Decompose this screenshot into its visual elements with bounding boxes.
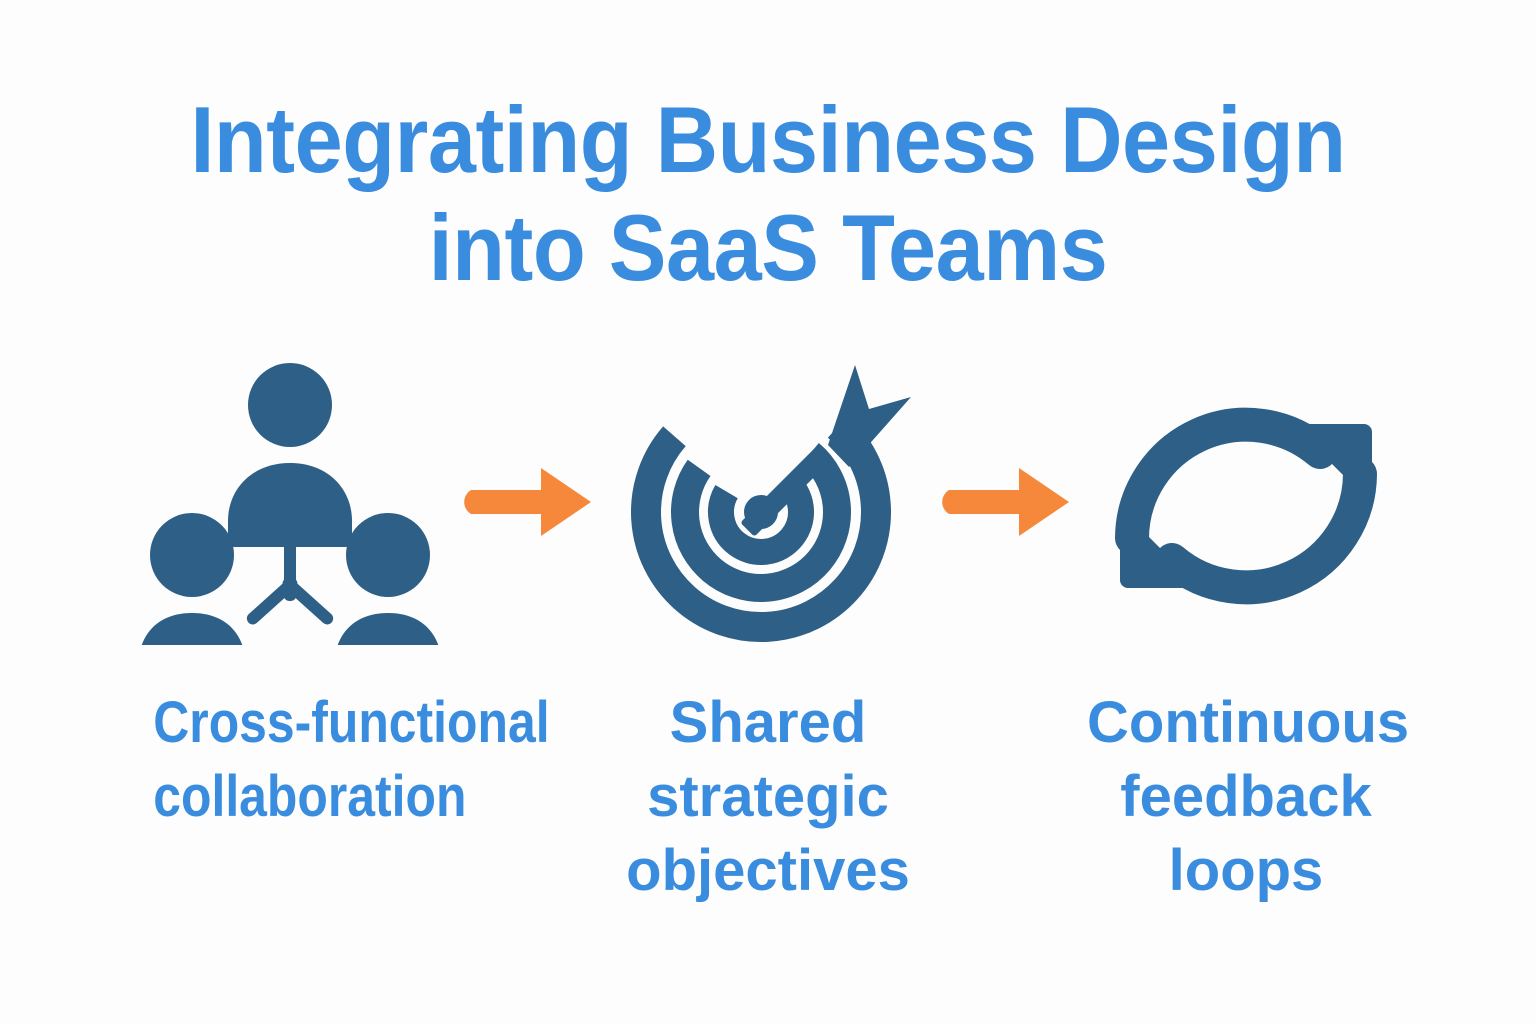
flow-step-3-icon [1087,352,1405,652]
caption-2-line-3: objectives [626,838,910,903]
flow-diagram-row [0,352,1536,652]
refresh-loop-icon [1115,407,1377,605]
caption-row: Cross-functional collaboration Shared st… [0,686,1536,908]
caption-1-line-1: Cross-functional [153,690,550,755]
target-arrow-icon [631,365,911,642]
arrow-right-icon [942,468,1069,536]
caption-3-line-1: Continuous [1087,690,1410,755]
caption-2-line-1: Shared [669,690,867,755]
flow-step-2-caption: Shared strategic objectives [609,686,927,908]
title-line-1: Integrating Business Design [190,87,1346,192]
flow-connector-2 [927,352,1087,652]
page-title: Integrating Business Design into SaaS Te… [0,86,1536,302]
flow-step-1-caption: Cross-functional collaboration [131,686,550,834]
flow-connector-1 [449,352,609,652]
flow-step-1-icon [131,352,449,652]
caption-3-line-2: feedback [1120,764,1372,829]
flow-step-2-icon [609,352,927,652]
flow-step-3-caption: Continuous feedback loops [1087,686,1410,908]
people-network-icon [141,363,439,645]
title-line-2: into SaaS Teams [428,195,1108,300]
caption-3-line-3: loops [1168,838,1324,903]
arrow-right-icon [464,468,591,536]
caption-1-line-2: collaboration [153,764,467,829]
caption-2-line-2: strategic [647,764,889,829]
